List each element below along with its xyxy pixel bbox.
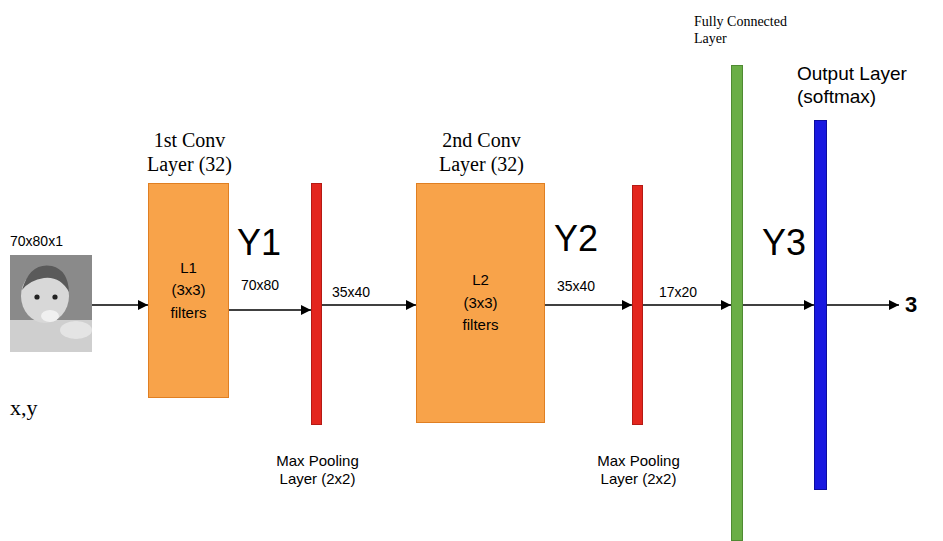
- dimension-label: 70x80: [240, 277, 280, 293]
- feature-map-name: Y2: [554, 218, 598, 260]
- feature-map-name: Y3: [762, 222, 806, 264]
- input-image: 70x80x1: [10, 255, 92, 352]
- baby-hair: [22, 266, 69, 293]
- layer-heading: 1st Conv Layer (32): [135, 128, 245, 176]
- layer-heading: Fully Connected Layer: [694, 14, 804, 48]
- dimension-label: 35x40: [331, 284, 371, 300]
- dimension-label: 35x40: [556, 278, 596, 294]
- output-arrow: [827, 304, 899, 306]
- flow-arrow: [229, 309, 311, 311]
- conv-layer-box: 1st Conv Layer (32)L1 (3x3) filters: [148, 183, 229, 398]
- baby-arm: [60, 321, 92, 339]
- max-pooling-bar: Max Pooling Layer (2x2): [311, 183, 322, 425]
- flow-arrow: [643, 304, 731, 306]
- baby-eye: [34, 294, 39, 299]
- filter-label: L1 (3x3) filters: [165, 257, 213, 325]
- fully-connected-bar: Fully Connected Layer: [731, 65, 743, 541]
- flow-arrow: [545, 304, 632, 306]
- output-layer-bar: Output Layer (softmax): [814, 120, 827, 490]
- photo-ground: [10, 255, 92, 352]
- input-size: 70x80x1: [10, 233, 100, 250]
- layer-heading: Max Pooling Layer (2x2): [589, 452, 689, 488]
- feature-map-name: Y1: [237, 222, 281, 264]
- output-class: 3: [905, 292, 917, 318]
- conv-layer-box: 2nd Conv Layer (32)L2 (3x3) filters: [416, 183, 545, 423]
- baby-eye: [52, 294, 57, 299]
- max-pooling-bar: Max Pooling Layer (2x2): [632, 185, 643, 425]
- layer-heading: 2nd Conv Layer (32): [427, 128, 537, 176]
- flow-arrow: [92, 304, 148, 306]
- photo-blanket: [10, 320, 92, 352]
- layer-heading: Output Layer (softmax): [797, 63, 922, 109]
- flow-arrow: [322, 304, 416, 306]
- dimension-label: 17x20: [658, 284, 698, 300]
- input-variables: x,y: [10, 395, 38, 421]
- baby-hand: [41, 310, 59, 322]
- layer-heading: Max Pooling Layer (2x2): [268, 452, 368, 488]
- filter-label: L2 (3x3) filters: [457, 269, 505, 337]
- flow-arrow: [743, 304, 814, 306]
- baby-photo: [10, 255, 92, 352]
